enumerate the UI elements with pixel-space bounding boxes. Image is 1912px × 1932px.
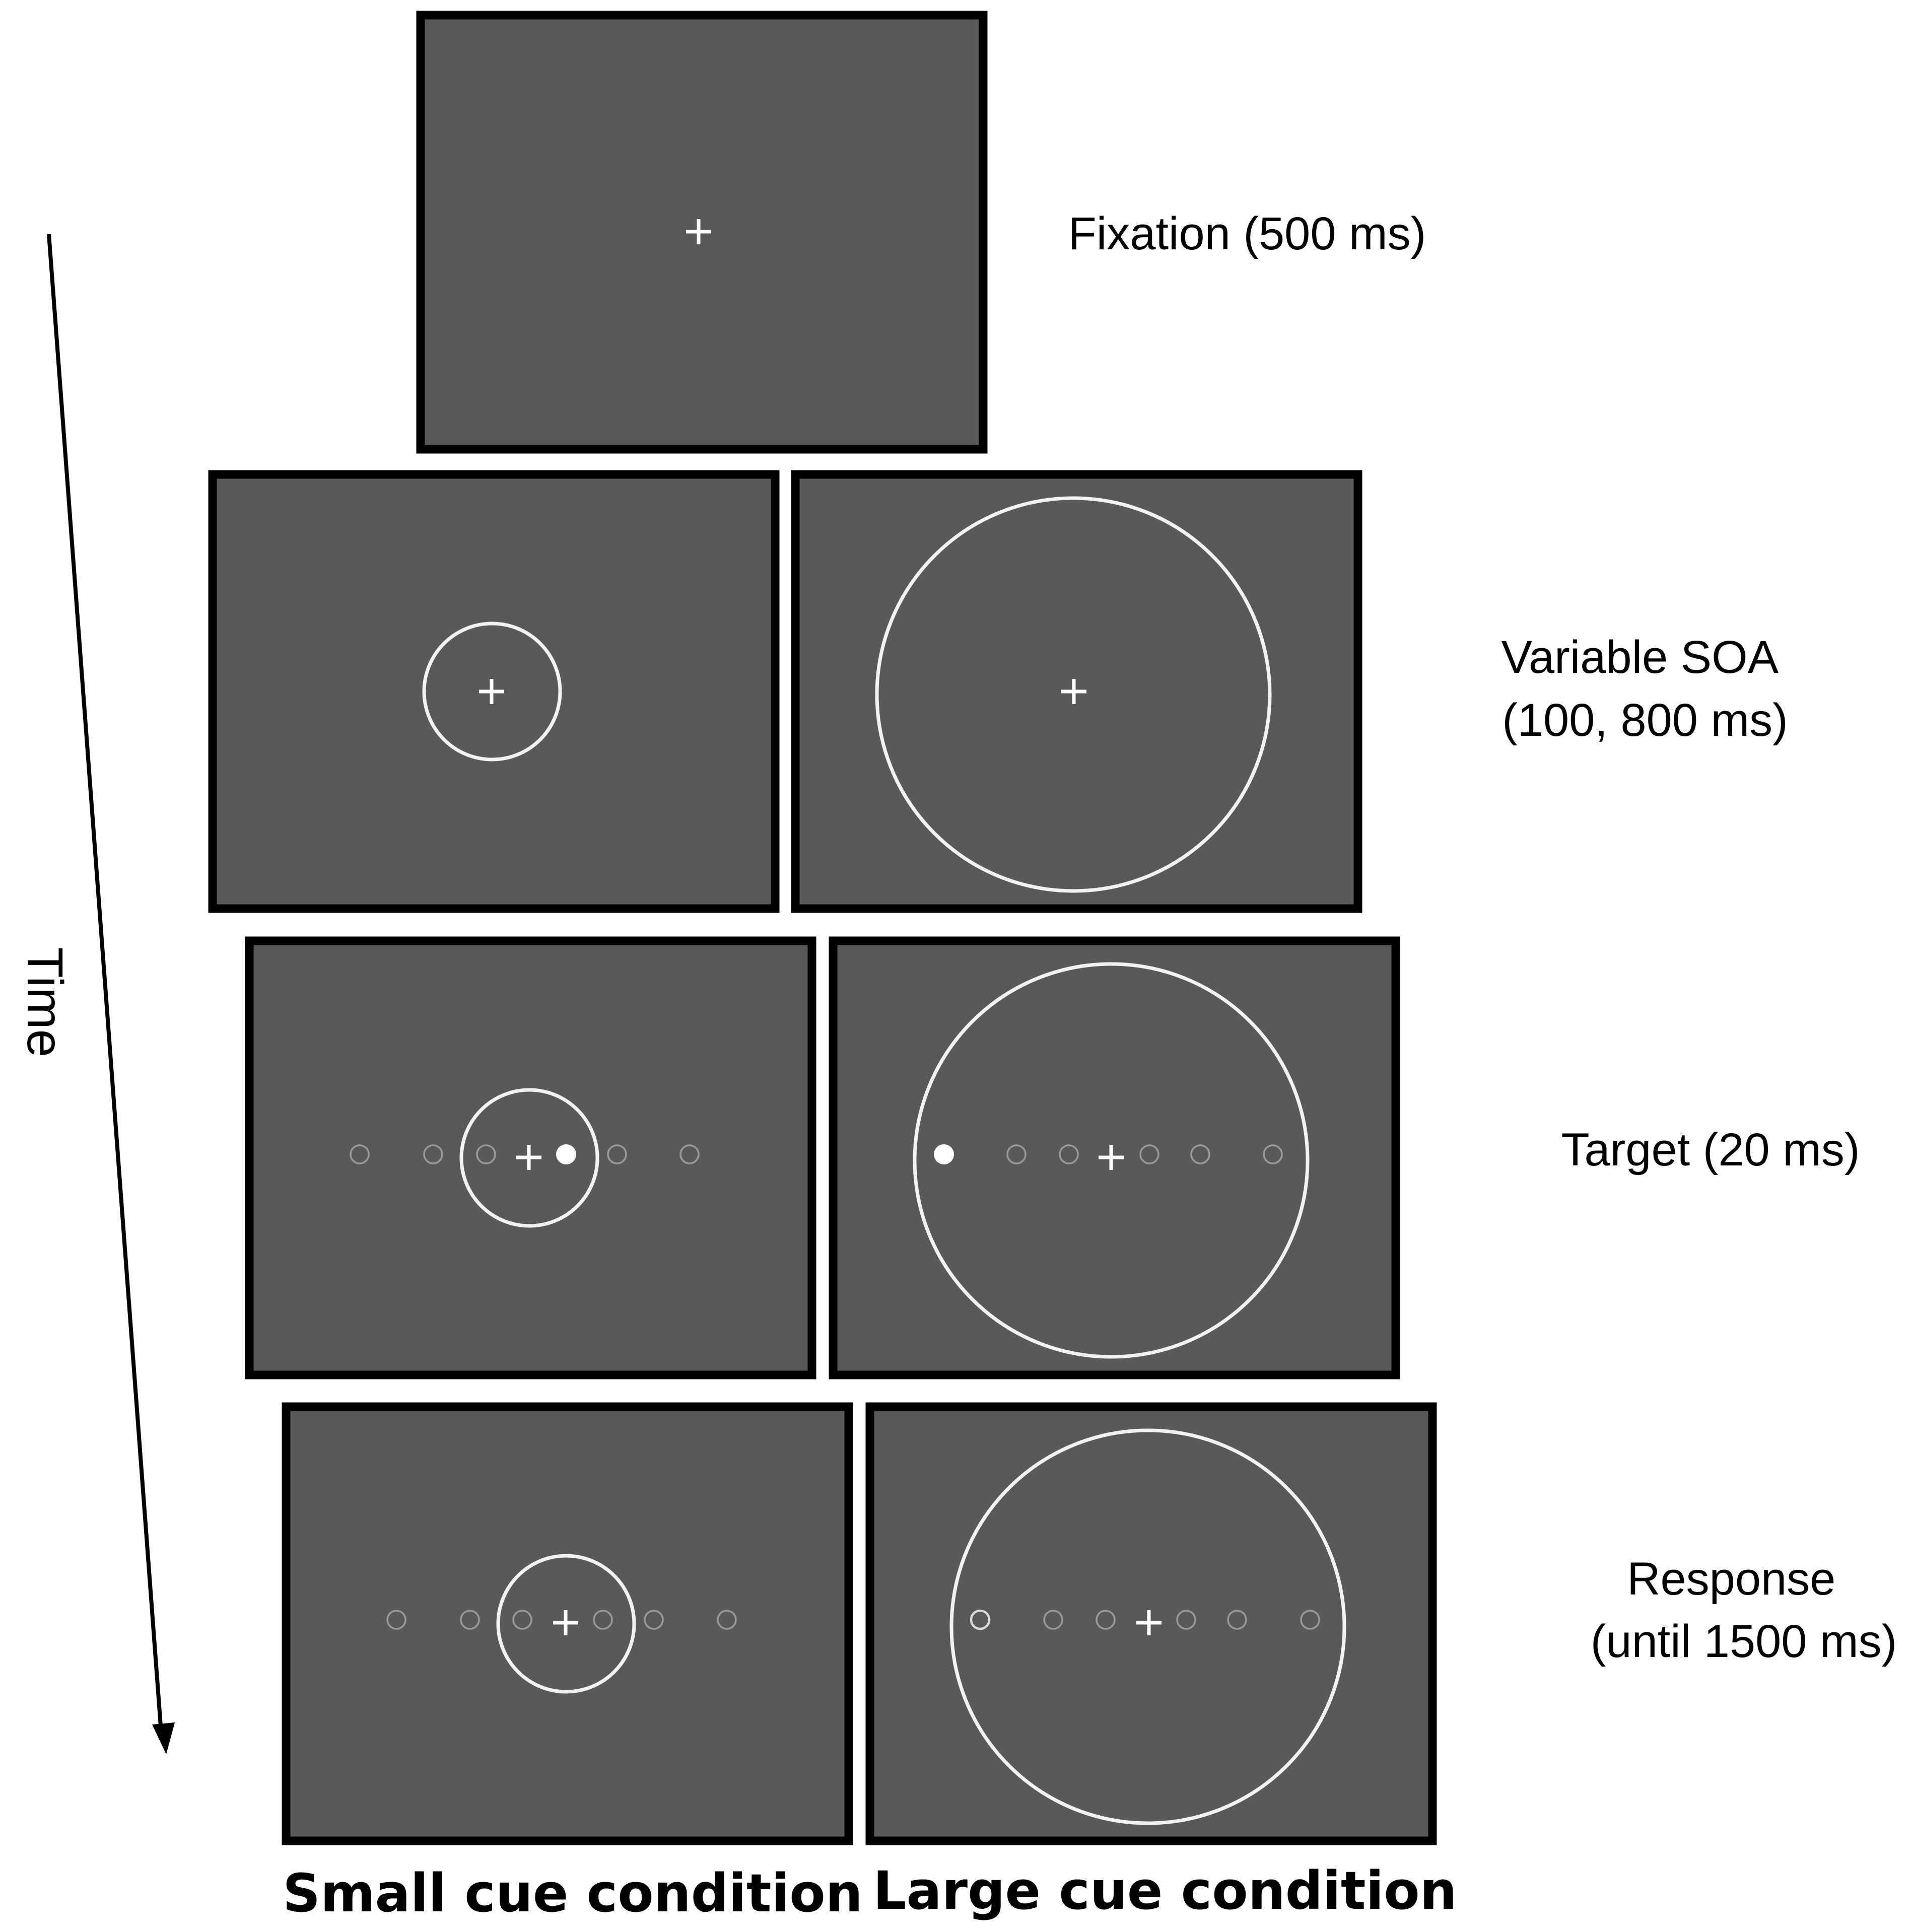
- placeholder-row: [350, 1144, 700, 1164]
- condition-label-small: Small cue condition: [283, 1862, 862, 1924]
- placeholder-circle: [1139, 1144, 1159, 1164]
- screen-response-small-cue: [282, 1402, 853, 1845]
- small-cue-circle: [422, 622, 562, 762]
- placeholder-circle: [1006, 1144, 1027, 1164]
- placeholder-circle: [1096, 1610, 1116, 1630]
- placeholder-circle: [970, 1609, 991, 1630]
- placeholder-circle: [386, 1610, 406, 1630]
- fixation-cross: [1061, 679, 1086, 704]
- fixation-cross: [516, 1145, 541, 1170]
- fixation-cross: [553, 1610, 578, 1635]
- screen-fixation: [416, 11, 988, 454]
- screen-target-small-cue: [245, 936, 816, 1379]
- fixation-cross: [1136, 1610, 1162, 1635]
- placeholder-circle: [350, 1144, 370, 1164]
- fixation-cross: [479, 679, 504, 704]
- stage-label-target: Target (20 ms): [1561, 1124, 1860, 1176]
- placeholder-circle: [1176, 1610, 1196, 1630]
- placeholder-circle: [512, 1610, 532, 1630]
- placeholder-circle: [1227, 1610, 1247, 1630]
- screen-target-large-cue: [829, 936, 1400, 1379]
- stage-label-soa-line-1: Variable SOA: [1501, 632, 1779, 683]
- stage-label-soa-line-2: (100, 800 ms): [1502, 695, 1788, 746]
- placeholder-circle: [679, 1144, 700, 1164]
- fixation-cross: [1099, 1145, 1124, 1170]
- placeholder-row: [970, 1609, 1320, 1630]
- small-cue-circle: [496, 1554, 636, 1694]
- large-cue-circle: [875, 496, 1272, 893]
- placeholder-circle: [1043, 1610, 1063, 1630]
- placeholder-circle: [476, 1144, 496, 1164]
- stage-label-fixation: Fixation (500 ms): [1068, 208, 1426, 259]
- target-dot: [934, 1144, 954, 1164]
- screen-soa-small-cue: [208, 470, 780, 913]
- placeholder-circle: [1190, 1144, 1210, 1164]
- stage-label-response-line-1: Response: [1627, 1553, 1835, 1605]
- target-dot: [556, 1144, 576, 1164]
- placeholder-circle: [423, 1144, 443, 1164]
- placeholder-circle: [607, 1144, 627, 1164]
- stage-label-soa: Variable SOA (100, 800 ms): [1501, 632, 1789, 746]
- screen-response-large-cue: [865, 1402, 1437, 1845]
- placeholder-row: [386, 1610, 737, 1630]
- stage-label-response: Response (until 1500 ms): [1591, 1553, 1897, 1667]
- large-cue-circle: [949, 1428, 1346, 1825]
- placeholder-circle: [644, 1610, 664, 1630]
- placeholder-circle: [593, 1610, 613, 1630]
- large-cue-circle: [913, 962, 1310, 1359]
- time-arrow: [47, 234, 175, 1754]
- condition-label-large: Large cue condition: [873, 1860, 1457, 1921]
- placeholder-circle: [460, 1610, 480, 1630]
- placeholder-row: [1006, 1144, 1283, 1164]
- fixation-cross: [686, 219, 711, 244]
- placeholder-circle: [1300, 1610, 1320, 1630]
- placeholder-circle: [1059, 1144, 1079, 1164]
- placeholder-circle: [1263, 1144, 1283, 1164]
- small-cue-circle: [459, 1088, 599, 1228]
- placeholder-circle: [717, 1610, 737, 1630]
- time-axis-label: Time: [17, 947, 73, 1058]
- screen-soa-large-cue: [791, 470, 1362, 913]
- stage-label-response-line-2: (until 1500 ms): [1591, 1616, 1897, 1667]
